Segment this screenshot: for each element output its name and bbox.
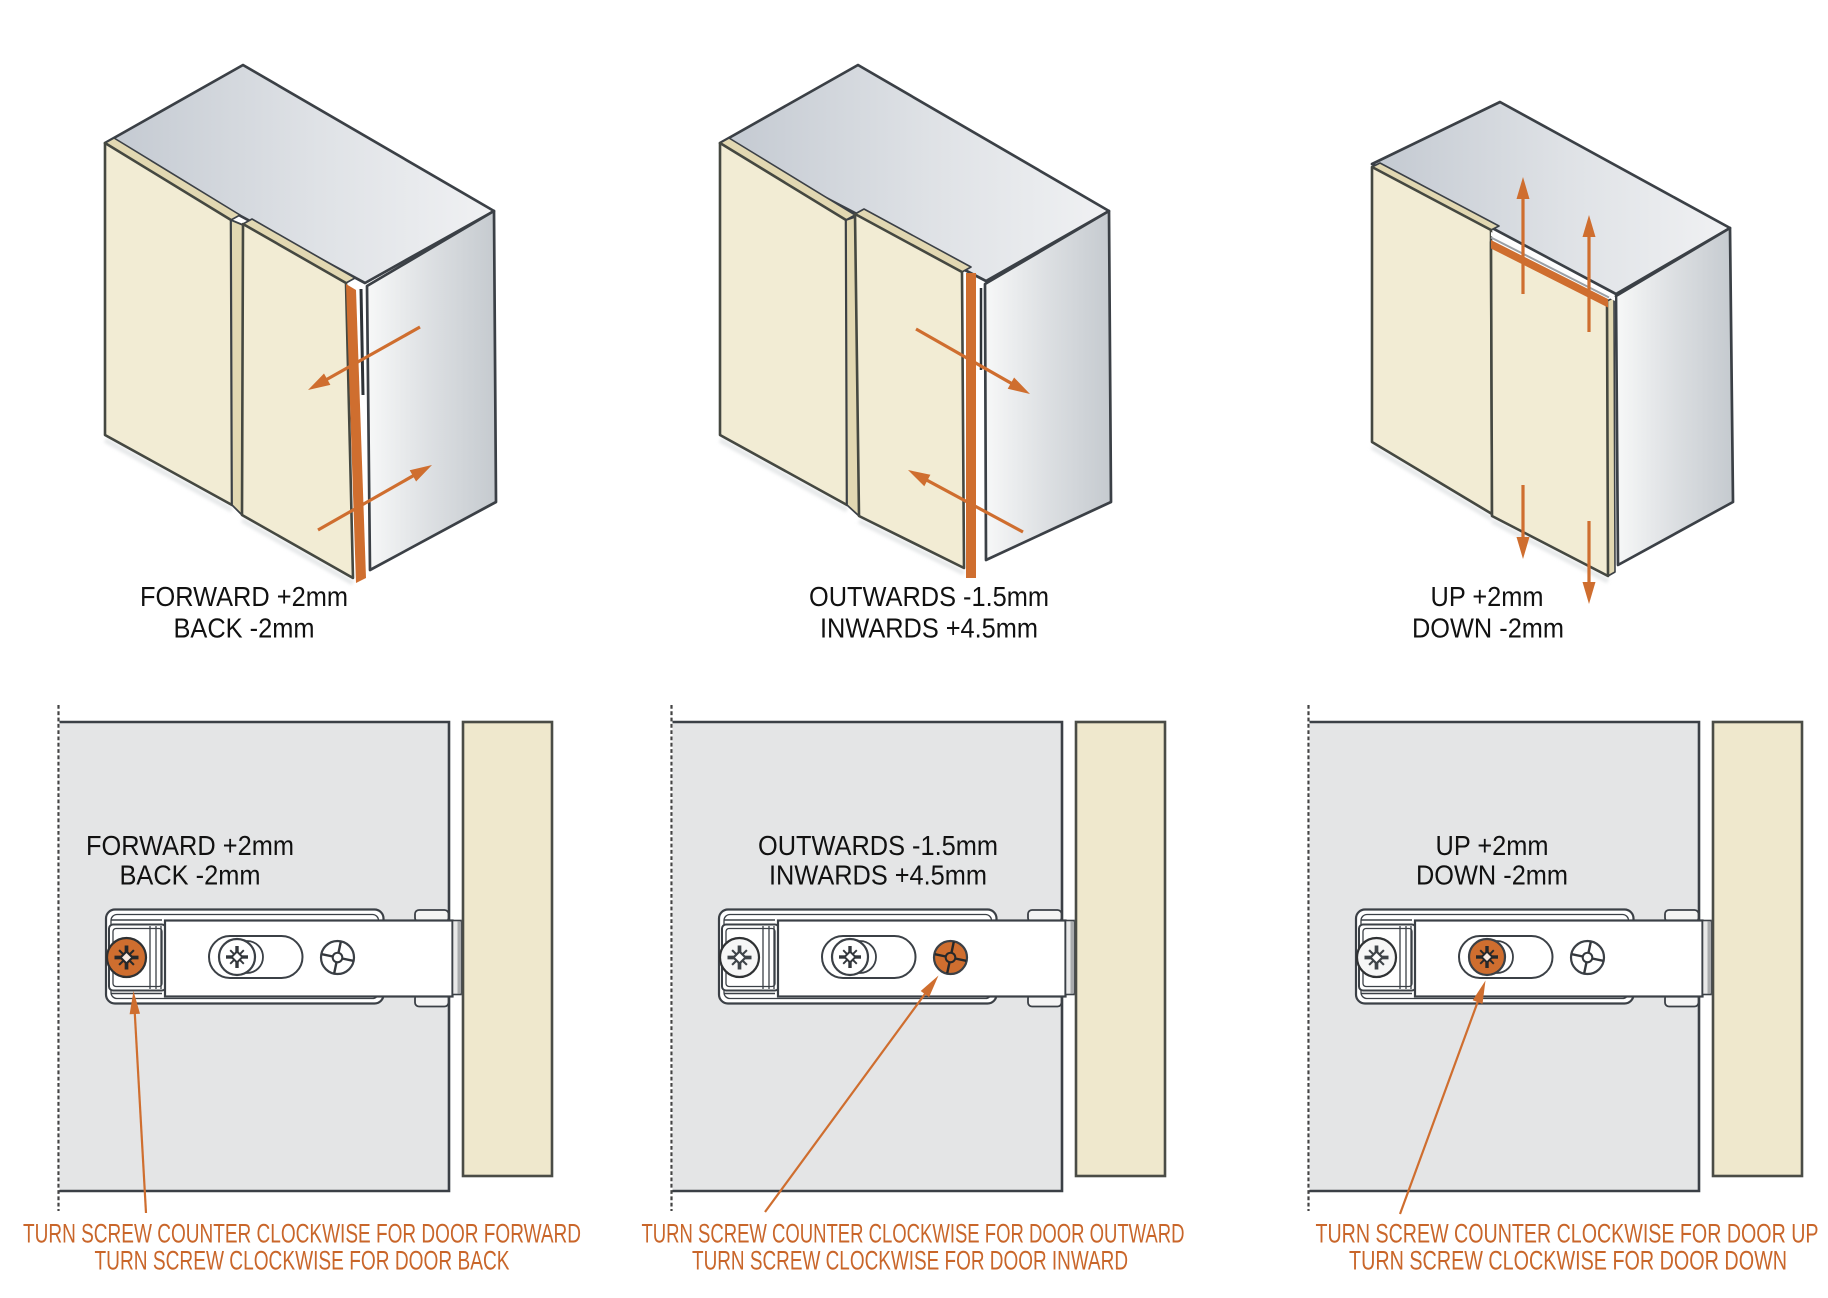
svg-text:INWARDS +4.5mm: INWARDS +4.5mm <box>820 613 1038 644</box>
svg-text:TURN SCREW COUNTER CLOCKWISE F: TURN SCREW COUNTER CLOCKWISE FOR DOOR UP <box>1316 1219 1819 1249</box>
svg-text:BACK -2mm: BACK -2mm <box>174 613 315 644</box>
svg-text:UP +2mm: UP +2mm <box>1431 581 1544 612</box>
svg-text:OUTWARDS -1.5mm: OUTWARDS -1.5mm <box>758 830 998 861</box>
svg-text:TURN SCREW CLOCKWISE FOR DOOR: TURN SCREW CLOCKWISE FOR DOOR INWARD <box>692 1246 1128 1276</box>
svg-text:INWARDS +4.5mm: INWARDS +4.5mm <box>769 860 987 891</box>
svg-text:TURN SCREW COUNTER CLOCKWISE F: TURN SCREW COUNTER CLOCKWISE FOR DOOR OU… <box>642 1219 1185 1249</box>
svg-text:FORWARD +2mm: FORWARD +2mm <box>86 830 294 861</box>
svg-text:UP +2mm: UP +2mm <box>1436 830 1549 861</box>
svg-text:DOWN -2mm: DOWN -2mm <box>1416 860 1568 891</box>
svg-text:TURN SCREW CLOCKWISE FOR DOOR: TURN SCREW CLOCKWISE FOR DOOR DOWN <box>1349 1246 1787 1276</box>
svg-text:OUTWARDS -1.5mm: OUTWARDS -1.5mm <box>809 581 1049 612</box>
svg-text:TURN SCREW COUNTER CLOCKWISE F: TURN SCREW COUNTER CLOCKWISE FOR DOOR FO… <box>23 1219 581 1249</box>
svg-text:FORWARD +2mm: FORWARD +2mm <box>140 581 348 612</box>
svg-text:TURN SCREW CLOCKWISE FOR DOOR: TURN SCREW CLOCKWISE FOR DOOR BACK <box>95 1246 510 1276</box>
svg-text:BACK -2mm: BACK -2mm <box>120 860 261 891</box>
svg-text:DOWN -2mm: DOWN -2mm <box>1412 613 1564 644</box>
